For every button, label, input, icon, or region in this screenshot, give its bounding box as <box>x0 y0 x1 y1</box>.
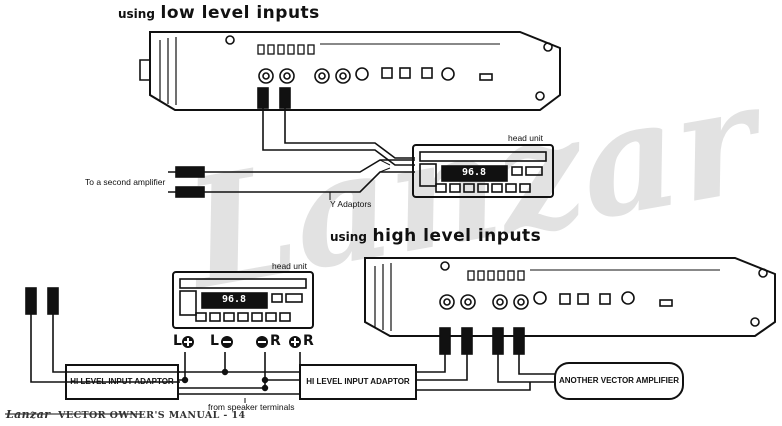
heading-low-level-inputs: using low level inputs <box>118 3 320 23</box>
another-amp-label: ANOTHER VECTOR AMPLIFIER <box>558 376 679 385</box>
rca-plugs-bottom <box>439 327 525 355</box>
hi-level-input-adaptor-left <box>65 364 179 400</box>
rca-plugs-top <box>257 87 291 130</box>
another-vector-amplifier-box <box>554 362 684 400</box>
adaptor-center-label: HI LEVEL INPUT ADAPTOR <box>306 377 410 386</box>
amplifier-bottom <box>364 257 776 337</box>
label-second-amplifier: To a second amplifier <box>85 177 166 187</box>
label-head-unit-bottom: head unit <box>272 261 307 271</box>
footer-text: VECTOR OWNER'S MANUAL - 14 <box>58 410 246 421</box>
footer-brand-logo: Lanzar <box>6 408 51 421</box>
display-top: 96.8 <box>462 167 487 178</box>
label-from-speaker-terminals: from speaker terminals <box>208 402 295 412</box>
y-adaptor-plugs <box>168 166 220 198</box>
head-unit-top <box>412 144 554 198</box>
adaptor-left-label: HI LEVEL INPUT ADAPTOR <box>70 377 174 386</box>
display-bottom: 96.8 <box>222 294 247 305</box>
head-unit-bottom <box>172 271 314 329</box>
label-head-unit-top: head unit <box>508 133 543 143</box>
page-footer: Lanzar VECTOR OWNER'S MANUAL - 14 <box>6 408 246 421</box>
terminal-right-negative: R <box>270 333 281 349</box>
label-y-adaptors: Y Adaptors <box>330 199 372 209</box>
heading-high-main: high level inputs <box>372 226 542 246</box>
amplifier-top <box>139 31 561 111</box>
heading-high-level-inputs: using high level inputs <box>330 226 541 246</box>
heading-low-main: low level inputs <box>160 3 320 23</box>
terminal-left-negative: L <box>210 333 219 349</box>
heading-high-prefix: using <box>330 230 367 244</box>
heading-low-prefix: using <box>118 7 155 21</box>
rca-plugs-left <box>25 287 180 383</box>
terminal-right-positive: R <box>303 333 314 349</box>
terminal-left-positive: L <box>173 333 182 349</box>
